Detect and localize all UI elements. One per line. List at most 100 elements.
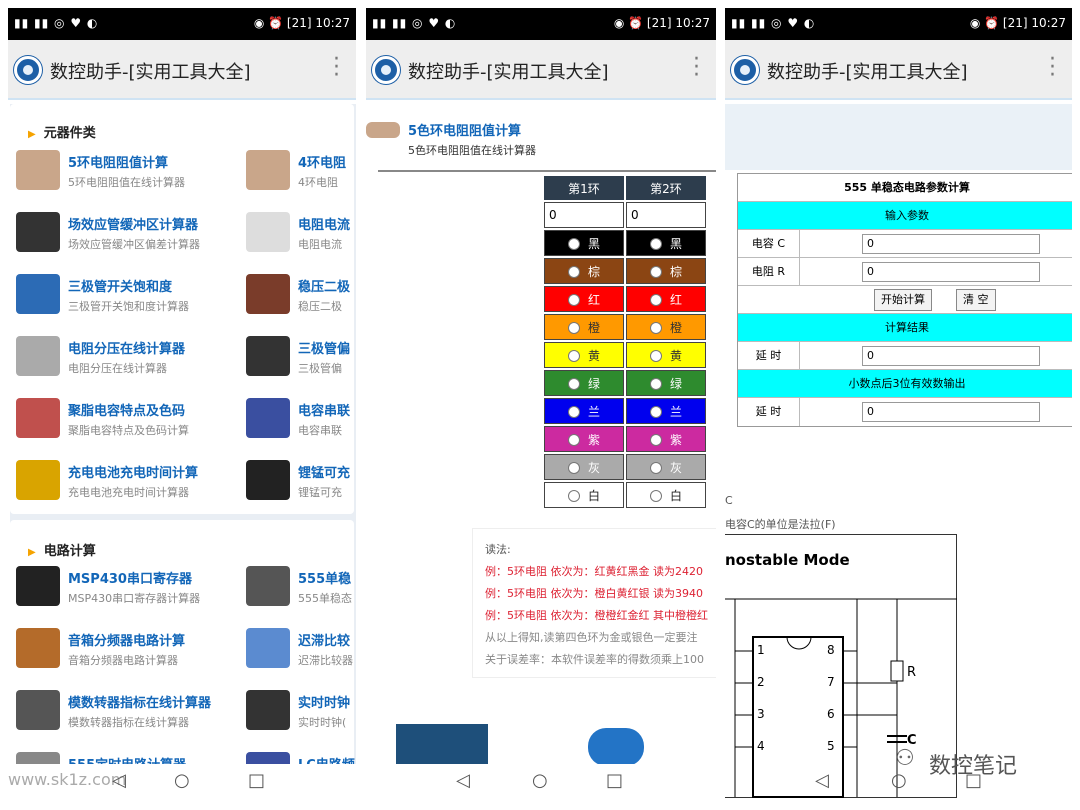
status-bar: ▮▮ ▮▮ ◎ ♥ ◐ ◉ ⏰ [21] 10:27 xyxy=(366,8,716,40)
back-button[interactable]: ◁ xyxy=(815,770,829,791)
radio-icon[interactable] xyxy=(567,238,580,250)
overflow-menu-icon[interactable]: ··· xyxy=(693,47,700,88)
color-band-option[interactable]: 紫 xyxy=(544,426,624,452)
pin-number: 8 xyxy=(827,643,835,657)
color-band-option[interactable]: 红 xyxy=(544,286,624,312)
tool-list-item[interactable]: 三极管偏三极管偏 xyxy=(242,330,356,384)
header-band xyxy=(725,104,1072,170)
radio-icon[interactable] xyxy=(649,434,662,446)
tool-list-item[interactable]: 充电电池充电时间计算充电电池充电时间计算器 xyxy=(12,454,198,508)
recents-button[interactable]: □ xyxy=(606,770,624,791)
radio-icon[interactable] xyxy=(649,266,662,278)
status-right: ◉ ⏰ [21] 10:27 xyxy=(969,16,1066,30)
radio-icon[interactable] xyxy=(649,378,662,390)
color-band-option[interactable]: 灰 xyxy=(626,454,706,480)
radio-icon[interactable] xyxy=(567,378,580,390)
radio-icon[interactable] xyxy=(567,406,580,418)
color-band-option[interactable]: 兰 xyxy=(626,398,706,424)
tool-list-item[interactable]: 电阻分压在线计算器电阻分压在线计算器 xyxy=(12,330,185,384)
watermark: www.sk1z.com xyxy=(8,770,127,789)
resistor-row: 电阻 R 0 xyxy=(738,258,1072,286)
radio-icon[interactable] xyxy=(649,350,662,362)
app-title: 数控助手-[实用工具大全] xyxy=(408,62,609,83)
tool-list-item[interactable]: 实时时钟实时时钟( xyxy=(242,684,356,738)
radio-icon[interactable] xyxy=(567,434,580,446)
band2-value-input[interactable]: 0 xyxy=(626,202,706,228)
overflow-menu-icon[interactable]: ··· xyxy=(1049,47,1056,88)
radio-icon[interactable] xyxy=(649,462,662,474)
tool-icon xyxy=(246,628,290,668)
back-button[interactable]: ◁ xyxy=(112,770,126,791)
color-band-option[interactable]: 黄 xyxy=(626,342,706,368)
radio-icon[interactable] xyxy=(649,490,662,502)
color-band-option[interactable]: 黑 xyxy=(626,230,706,256)
radio-icon[interactable] xyxy=(567,490,580,502)
clear-button[interactable]: 清 空 xyxy=(956,289,996,311)
tool-title: 电容串联 xyxy=(298,404,351,419)
notes-heading: 读法: xyxy=(485,543,511,556)
phone-screen-tools-list: ▮▮ ▮▮ ◎ ♥ ◐ ◉ ⏰ [21] 10:27 数控助手-[实用工具大全]… xyxy=(8,8,356,798)
tool-list-item[interactable]: 聚脂电容特点及色码聚脂电容特点及色码计算 xyxy=(12,392,189,446)
radio-icon[interactable] xyxy=(567,350,580,362)
tool-title: 迟滞比较 xyxy=(298,634,351,649)
radio-icon[interactable] xyxy=(567,266,580,278)
color-band-option[interactable]: 黑 xyxy=(544,230,624,256)
color-band-option[interactable]: 黄 xyxy=(544,342,624,368)
radio-icon[interactable] xyxy=(567,322,580,334)
recents-button[interactable]: □ xyxy=(248,770,266,791)
recents-button[interactable]: □ xyxy=(965,770,983,791)
color-band-option[interactable]: 棕 xyxy=(626,258,706,284)
color-band-option[interactable]: 红 xyxy=(626,286,706,312)
color-band-option[interactable]: 紫 xyxy=(626,426,706,452)
home-button[interactable]: ○ xyxy=(891,770,907,791)
back-button[interactable]: ◁ xyxy=(456,770,470,791)
home-button[interactable]: ○ xyxy=(532,770,548,791)
radio-icon[interactable] xyxy=(567,294,580,306)
tool-icon xyxy=(16,274,60,314)
tool-list-item[interactable]: 音箱分频器电路计算音箱分频器电路计算器 xyxy=(12,622,185,676)
tool-list-item[interactable]: 三极管开关饱和度三极管开关饱和度计算器 xyxy=(12,268,189,322)
tool-list-item[interactable]: 模数转器指标在线计算器模数转器指标在线计算器 xyxy=(12,684,211,738)
tool-list-item[interactable]: 稳压二极稳压二极 xyxy=(242,268,356,322)
calculate-button[interactable]: 开始计算 xyxy=(874,289,932,311)
radio-icon[interactable] xyxy=(649,238,662,250)
color-band-option[interactable]: 兰 xyxy=(544,398,624,424)
radio-icon[interactable] xyxy=(567,462,580,474)
color-name: 红 xyxy=(587,292,600,307)
tool-list-item[interactable]: 电容串联电容串联 xyxy=(242,392,356,446)
radio-icon[interactable] xyxy=(649,322,662,334)
tool-title: 三极管偏 xyxy=(298,342,351,357)
phone-screen-resistor: ▮▮ ▮▮ ◎ ♥ ◐ ◉ ⏰ [21] 10:27 数控助手-[实用工具大全]… xyxy=(366,8,716,798)
notes-example-line: 例：5环电阻 依次为：橙白黄红银 读为3940 xyxy=(485,587,703,600)
radio-icon[interactable] xyxy=(649,406,662,418)
app-logo-icon xyxy=(731,56,759,84)
capacitor-input[interactable]: 0 xyxy=(862,234,1040,254)
color-band-option[interactable]: 棕 xyxy=(544,258,624,284)
tool-list-item[interactable]: 电阻电流电阻电流 xyxy=(242,206,356,260)
overflow-menu-icon[interactable]: ··· xyxy=(333,47,340,88)
home-button[interactable]: ○ xyxy=(174,770,190,791)
app-title: 数控助手-[实用工具大全] xyxy=(50,62,251,83)
tool-list-item[interactable]: 迟滞比较迟滞比较器 xyxy=(242,622,356,676)
color-band-option[interactable]: 绿 xyxy=(544,370,624,396)
tool-icon xyxy=(16,690,60,730)
color-band-option[interactable]: 白 xyxy=(626,482,706,508)
color-band-option[interactable]: 绿 xyxy=(626,370,706,396)
color-band-option[interactable]: 灰 xyxy=(544,454,624,480)
tool-subtitle: 模数转器指标在线计算器 xyxy=(68,716,189,729)
tool-list-item[interactable]: 锂锰可充锂锰可充 xyxy=(242,454,356,508)
resistor-input[interactable]: 0 xyxy=(862,262,1040,282)
tool-subtitle: 场效应管缓冲区偏差计算器 xyxy=(68,238,200,251)
band1-value-input[interactable]: 0 xyxy=(544,202,624,228)
radio-icon[interactable] xyxy=(649,294,662,306)
tool-list-item[interactable]: 场效应管缓冲区计算器场效应管缓冲区偏差计算器 xyxy=(12,206,200,260)
calc-form: 555 单稳态电路参数计算 输入参数 电容 C 0 电阻 R 0 开始计算 清 … xyxy=(737,173,1072,427)
color-band-option[interactable]: 白 xyxy=(544,482,624,508)
color-band-option[interactable]: 橙 xyxy=(544,314,624,340)
color-band-option[interactable]: 橙 xyxy=(626,314,706,340)
tool-title: 稳压二极 xyxy=(298,280,351,295)
